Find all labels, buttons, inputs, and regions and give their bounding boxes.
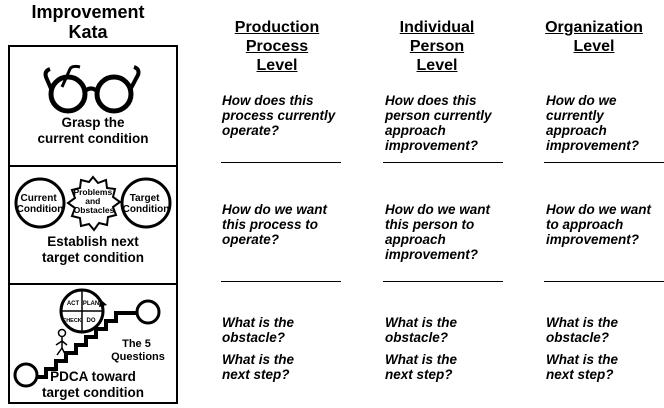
question-individual-next-step: What is the next step?: [385, 352, 458, 382]
question-individual-obstacle: What is the obstacle?: [385, 315, 458, 345]
five-questions-line1: The 5: [122, 338, 151, 350]
pdca-check: CHECK: [62, 318, 82, 324]
answer-line-organization-current: [544, 162, 664, 163]
diagram-title: Improvement Kata: [31, 2, 145, 42]
question-organization-target: How do we want to approach improvement?: [546, 202, 652, 247]
pdca-plan: PLAN: [83, 301, 99, 307]
answer-line-individual-current: [383, 162, 503, 163]
step-panel-establish: Current Condition Target Condition Probl…: [8, 165, 178, 285]
step-panel-pdca: ACT PLAN CHECK DO The 5 Questions PDCA t…: [8, 283, 178, 404]
question-production-target: How do we want this process to operate?: [222, 202, 328, 247]
svg-text:Problems and Obsta: Problems and Obstacles: [73, 187, 114, 215]
answer-line-organization-target: [544, 281, 664, 282]
glasses-icon: [43, 64, 141, 114]
step-label-pdca: PDCA toward target condition: [42, 369, 144, 400]
step-label-establish: Establish next target condition: [42, 234, 144, 265]
staircase-pdca-icon: ACT PLAN CHECK DO The 5 Questions: [13, 288, 165, 388]
question-production-obstacle: What is the obstacle?: [222, 315, 295, 345]
five-questions-line2: Questions: [111, 351, 165, 363]
pdca-do: DO: [87, 318, 96, 324]
question-production-current: How does this process currently operate?: [222, 93, 336, 138]
condition-circles-icon: Current Condition Target Condition Probl…: [14, 175, 172, 232]
svg-text:Current Condition: Current Condition: [17, 193, 64, 215]
question-organization-obstacle: What is the obstacle?: [546, 315, 619, 345]
target-condition-line2: Condition: [123, 204, 170, 215]
svg-text:Target Condition: Target Condition: [123, 193, 170, 215]
column-heading-organization: Organization Level: [545, 19, 643, 55]
question-organization-next-step: What is the next step?: [546, 352, 619, 382]
problems-line1: Problems: [73, 187, 112, 197]
step-panel-grasp: Grasp the current condition: [8, 45, 178, 167]
svg-text:The 5 Questions: The 5 Questions: [111, 338, 165, 363]
question-individual-current: How does this person currently approach …: [385, 93, 492, 153]
problems-line2: and: [85, 196, 100, 206]
pdca-act: ACT: [67, 301, 80, 307]
question-organization-current: How do we currently approach improvement…: [546, 93, 640, 153]
step-label-grasp: Grasp the current condition: [37, 115, 149, 146]
question-production-next-step: What is the next step?: [222, 352, 295, 382]
current-condition-line1: Current: [21, 193, 58, 204]
column-heading-production: Production Process Level: [234, 19, 320, 74]
answer-line-production-current: [221, 162, 341, 163]
answer-line-production-target: [221, 281, 341, 282]
target-condition-line1: Target: [130, 193, 160, 204]
current-condition-line2: Condition: [17, 204, 64, 215]
column-heading-individual: Individual Person Level: [399, 19, 475, 74]
problems-line3: Obstacles: [74, 205, 115, 215]
answer-line-individual-target: [383, 281, 503, 282]
question-individual-target: How do we want this person to approach i…: [385, 202, 491, 262]
